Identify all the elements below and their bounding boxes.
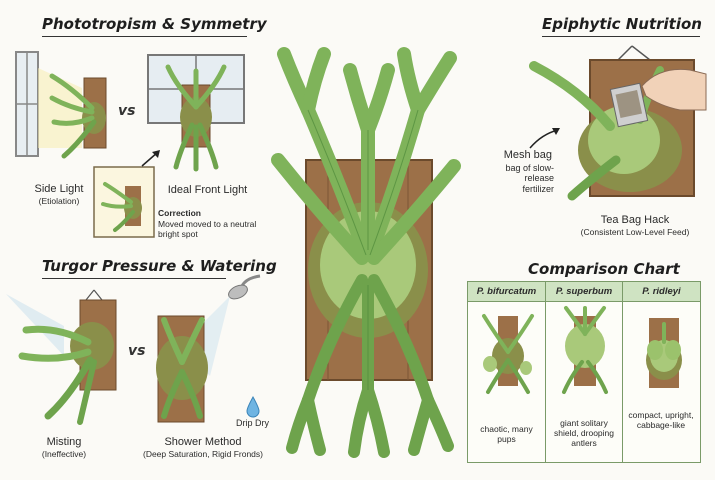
phototropism-vs: vs — [118, 103, 136, 119]
shower-illustration — [156, 274, 261, 423]
ridleyi-illustration — [646, 318, 682, 388]
superbum-description: giant solitary shield, drooping antlers — [553, 418, 614, 449]
mesh-bag-label: Mesh bag — [503, 149, 552, 161]
shower-sublabel: (Deep Saturation, Rigid Fronds) — [142, 449, 263, 459]
column-header-bifurcatum: P. bifurcatum — [476, 286, 537, 297]
comparison-table-header — [468, 282, 700, 302]
comparison-title: Comparison Chart — [528, 260, 680, 278]
misting-illustration — [6, 289, 117, 425]
superbum-illustration — [562, 306, 608, 394]
misting-label: Misting — [46, 436, 82, 448]
mesh-bag-arrow-icon — [529, 128, 560, 149]
tea-bag-illustration — [529, 45, 707, 201]
column-divider — [622, 282, 623, 462]
side-light-label: Side Light — [34, 183, 84, 195]
epiphytic-title: Epiphytic Nutrition — [542, 15, 702, 33]
water-drop-icon — [246, 395, 260, 418]
central-staghorn-illustration — [271, 47, 461, 458]
correction-arrow-icon — [141, 150, 160, 167]
bifurcatum-illustration — [482, 314, 534, 394]
side-light-sublabel: (Etiolation) — [38, 196, 80, 206]
tea-bag-sublabel: (Consistent Low-Level Feed) — [580, 227, 690, 237]
mesh-bag-sublabel: bag of slow-release fertilizer — [505, 163, 554, 194]
tea-bag-label: Tea Bag Hack — [600, 214, 670, 226]
correction-title: Correction — [158, 208, 201, 218]
comparison-table: P. bifurcatum P. superbum P. ridleyi — [467, 281, 701, 463]
column-header-superbum: P. superbum — [555, 286, 613, 297]
drip-dry-label: Drip Dry — [236, 418, 269, 428]
turgor-vs: vs — [128, 343, 146, 359]
phototropism-underline — [42, 36, 247, 37]
ridleyi-description: compact, upright, cabbage-like — [628, 410, 694, 431]
ideal-front-light-label: Ideal Front Light — [167, 184, 248, 196]
turgor-title: Turgor Pressure & Watering — [42, 257, 277, 275]
bifurcatum-description: chaotic, many pups — [480, 424, 533, 445]
phototropism-title: Phototropism & Symmetry — [42, 15, 267, 33]
correction-text: Moved moved to a neutral bright spot — [158, 219, 257, 240]
front-light-illustration — [147, 54, 245, 172]
shower-label: Shower Method — [164, 436, 242, 448]
misting-sublabel: (Ineffective) — [41, 449, 87, 459]
column-divider — [545, 282, 546, 462]
column-header-ridleyi: P. ridleyi — [642, 286, 681, 297]
epiphytic-underline — [542, 36, 700, 37]
side-light-illustration — [15, 51, 107, 159]
correction-inset — [93, 166, 155, 238]
turgor-underline — [42, 278, 226, 279]
